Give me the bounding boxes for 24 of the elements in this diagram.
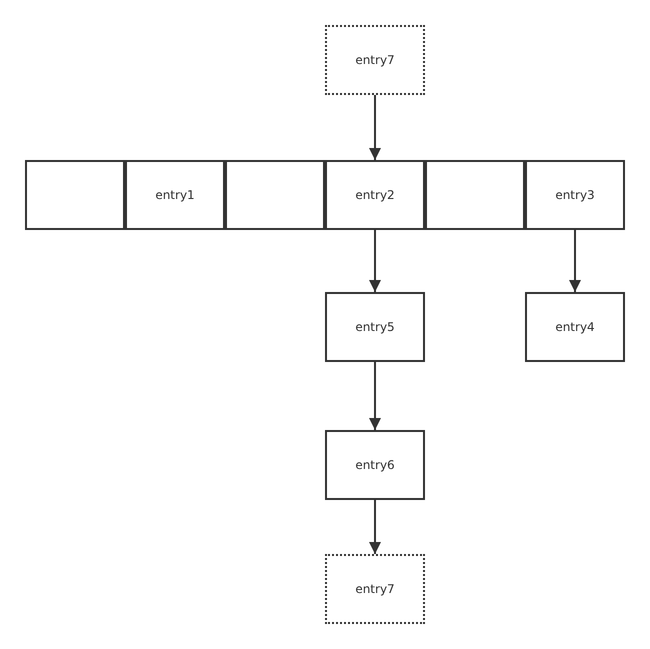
entry-box <box>325 160 425 230</box>
array-slot <box>25 160 125 230</box>
entry-box <box>325 430 425 500</box>
entry-box <box>325 25 425 95</box>
entry-box <box>525 160 625 230</box>
entry-label: entry3 <box>555 188 595 202</box>
entry-box <box>125 160 225 230</box>
entry-box <box>325 554 425 624</box>
entry-label: entry5 <box>355 320 395 334</box>
array-slot <box>225 160 325 230</box>
arrow <box>369 230 381 292</box>
entry-label: entry6 <box>355 458 395 472</box>
arrow <box>569 230 581 292</box>
arrow <box>369 95 381 160</box>
entry-label: entry4 <box>555 320 595 334</box>
arrow <box>369 500 381 554</box>
entry-label: entry2 <box>355 188 395 202</box>
arrow <box>369 362 381 430</box>
entry-label: entry1 <box>155 188 195 202</box>
array-slot <box>425 160 525 230</box>
entry-label: entry7 <box>355 53 395 67</box>
entry-box <box>325 292 425 362</box>
entry-box <box>525 292 625 362</box>
entry-label: entry7 <box>355 582 395 596</box>
